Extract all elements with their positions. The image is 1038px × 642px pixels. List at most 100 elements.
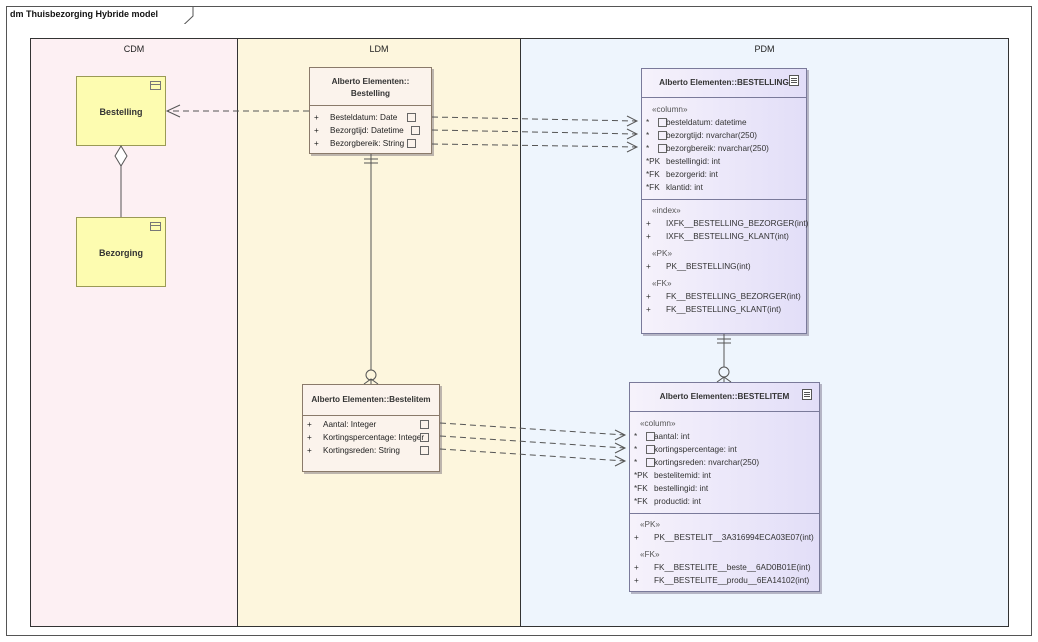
- fk-row[interactable]: + FK__BESTELITE__produ__6EA14102(int): [630, 574, 819, 587]
- column-port-icon: [658, 118, 667, 127]
- visibility-marker: +: [314, 113, 319, 122]
- class-icon: [150, 222, 161, 231]
- attribute-row[interactable]: + Kortingspercentage: Integer: [303, 431, 439, 444]
- pk-row[interactable]: + PK__BESTELLING(int): [642, 260, 806, 273]
- column-row[interactable]: *FK productid: int: [630, 495, 819, 508]
- column-key: *PK: [634, 471, 649, 480]
- crowsfoot-icon: [363, 378, 379, 385]
- column-stereotype: «column»: [652, 105, 688, 114]
- frame-title-tab: [6, 6, 194, 24]
- column-key: *: [646, 131, 650, 140]
- pk-row[interactable]: + PK__BESTELIT__3A316994ECA03E07(int): [630, 531, 819, 544]
- class-header: Alberto Elementen:: Bestelling: [310, 68, 431, 106]
- column-row[interactable]: *FK bezorgerid: int: [642, 168, 806, 181]
- pdm-table-bestelitem[interactable]: Alberto Elementen::BESTELITEM «column» *…: [629, 382, 820, 592]
- column-row[interactable]: * bezorgtijd: nvarchar(250): [642, 129, 806, 142]
- fk-text: FK__BESTELLING_BEZORGER(int): [666, 292, 801, 301]
- ldm-class-bestelling[interactable]: Alberto Elementen:: Bestelling + Besteld…: [309, 67, 432, 154]
- column-text: kortingspercentage: int: [654, 445, 737, 454]
- pk-text: PK__BESTELLING(int): [666, 262, 751, 271]
- pdm-table-bestelling[interactable]: Alberto Elementen::BESTELLING «column» *…: [641, 68, 808, 334]
- index-stereotype: «index»: [652, 206, 681, 215]
- ldm-relationship-connector[interactable]: [363, 154, 379, 385]
- column-text: bestellingid: int: [654, 484, 709, 493]
- column-row[interactable]: *FK bestellingid: int: [630, 482, 819, 495]
- column-row[interactable]: *PK bestelitemid: int: [630, 469, 819, 482]
- visibility-marker: +: [314, 126, 319, 135]
- attribute-row[interactable]: + Bezorgtijd: Datetime: [310, 124, 431, 137]
- operations-compartment: «PK» + PK__BESTELIT__3A316994ECA03E07(in…: [630, 513, 819, 587]
- fk-text: FK__BESTELITE__produ__6EA14102(int): [654, 576, 810, 585]
- index-text: IXFK__BESTELLING_KLANT(int): [666, 232, 789, 241]
- attribute-port-icon: [420, 420, 429, 429]
- cdm-entity-bestelling[interactable]: Bestelling: [76, 76, 166, 146]
- attribute-port-icon: [411, 126, 420, 135]
- visibility-marker: +: [634, 563, 639, 572]
- attribute-trace-connector[interactable]: [431, 115, 639, 153]
- aggregation-diamond-icon: [114, 145, 128, 167]
- column-key: *FK: [634, 497, 648, 506]
- pk-text: PK__BESTELIT__3A316994ECA03E07(int): [654, 533, 814, 542]
- visibility-marker: +: [307, 420, 312, 429]
- arrowhead-icon: [165, 104, 181, 118]
- column-port-icon: [658, 131, 667, 140]
- aggregation-connector[interactable]: [114, 145, 128, 217]
- table-icon: [789, 75, 799, 86]
- ldm-class-bestelitem[interactable]: Alberto Elementen::Bestelitem + Aantal: …: [302, 384, 440, 472]
- trace-connector-bestelling[interactable]: [165, 104, 309, 118]
- attribute-port-icon: [420, 446, 429, 455]
- table-icon: [802, 389, 812, 400]
- attribute-row[interactable]: + Kortingsreden: String: [303, 444, 439, 457]
- attribute-row[interactable]: + Aantal: Integer: [303, 418, 439, 431]
- column-text: aantal: int: [654, 432, 690, 441]
- column-row[interactable]: *FK klantid: int: [642, 181, 806, 194]
- column-row[interactable]: * aantal: int: [630, 430, 819, 443]
- column-port-icon: [646, 458, 655, 467]
- class-namespace: Alberto Elementen::: [331, 77, 410, 86]
- attribute-text: Bezorgtijd: Datetime: [330, 126, 404, 135]
- class-header: Alberto Elementen::Bestelitem: [303, 385, 439, 416]
- visibility-marker: +: [646, 262, 651, 271]
- column-key: *FK: [646, 183, 660, 192]
- column-row[interactable]: * kortingsreden: nvarchar(250): [630, 456, 819, 469]
- visibility-marker: +: [307, 446, 312, 455]
- column-row[interactable]: * kortingspercentage: int: [630, 443, 819, 456]
- cdm-entity-label: Bezorging: [99, 248, 143, 258]
- index-row[interactable]: + IXFK__BESTELLING_BEZORGER(int): [642, 217, 808, 230]
- attribute-trace-connector[interactable]: [439, 422, 627, 467]
- attribute-text: Kortingspercentage: Integer: [323, 433, 425, 442]
- column-text: bezorgerid: int: [666, 170, 718, 179]
- fk-row[interactable]: + FK__BESTELLING_BEZORGER(int): [642, 290, 806, 303]
- table-name: Alberto Elementen::BESTELLING: [659, 78, 789, 87]
- zero-marker-icon: [365, 369, 377, 381]
- cdm-entity-bezorging[interactable]: Bezorging: [76, 217, 166, 287]
- column-key: *: [634, 458, 638, 467]
- lane-title-ldm: LDM: [369, 44, 389, 54]
- column-key: *: [646, 144, 650, 153]
- zero-marker-icon: [718, 366, 730, 378]
- column-row[interactable]: * besteldatum: datetime: [642, 116, 806, 129]
- fk-row[interactable]: + FK__BESTELLING_KLANT(int): [642, 303, 806, 316]
- column-key: *FK: [646, 170, 660, 179]
- fk-stereotype: «FK»: [652, 279, 672, 288]
- fk-row[interactable]: + FK__BESTELITE__beste__6AD0B01E(int): [630, 561, 819, 574]
- table-header: Alberto Elementen::BESTELITEM: [630, 383, 819, 412]
- column-row[interactable]: *PK bestellingid: int: [642, 155, 806, 168]
- column-text: besteldatum: datetime: [666, 118, 747, 127]
- column-stereotype: «column»: [640, 419, 676, 428]
- table-header: Alberto Elementen::BESTELLING: [642, 69, 806, 98]
- attribute-port-icon: [420, 433, 429, 442]
- table-name: Alberto Elementen::BESTELITEM: [659, 392, 790, 401]
- class-name: Alberto Elementen::Bestelitem: [311, 395, 431, 404]
- attribute-port-icon: [407, 113, 416, 122]
- column-text: bezorgbereik: nvarchar(250): [666, 144, 769, 153]
- attribute-row[interactable]: + Besteldatum: Date: [310, 111, 431, 124]
- column-row[interactable]: * bezorgbereik: nvarchar(250): [642, 142, 806, 155]
- index-row[interactable]: + IXFK__BESTELLING_KLANT(int): [642, 230, 806, 243]
- visibility-marker: +: [646, 219, 651, 228]
- column-text: bestelitemid: int: [654, 471, 711, 480]
- column-text: bezorgtijd: nvarchar(250): [666, 131, 758, 140]
- attribute-row[interactable]: + Bezorgbereik: String: [310, 137, 431, 150]
- pdm-relationship-connector[interactable]: [716, 334, 732, 383]
